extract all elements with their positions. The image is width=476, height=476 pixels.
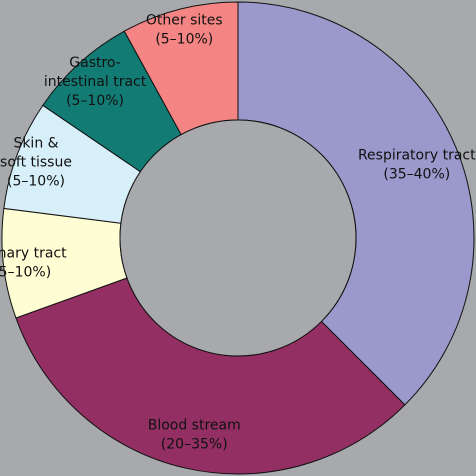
slice-label-5: Other sites (5–10%)	[146, 12, 223, 47]
slice-label-3: Skin & soft tissue (5–10%)	[0, 136, 72, 190]
slice-label-line: Gastro-	[69, 55, 121, 71]
slice-label-line: (5–10%)	[66, 93, 124, 109]
slice-label-line: (20–35%)	[161, 436, 228, 452]
slice-label-line: Other sites	[146, 12, 223, 28]
slice-label-line: Urinary tract	[0, 245, 67, 261]
slice-label-line: Respiratory tract	[358, 147, 476, 163]
slice-label-line: (35–40%)	[383, 166, 450, 182]
slice-label-0: Respiratory tract (35–40%)	[358, 147, 476, 182]
donut-hole	[119, 119, 357, 357]
slice-label-2: Urinary tract (5–10%)	[0, 245, 67, 280]
slice-label-1: Blood stream (20–35%)	[148, 417, 241, 452]
slice-label-line: (5–10%)	[155, 31, 213, 47]
slice-label-line: Skin &	[13, 136, 58, 152]
slice-label-4: Gastro-intestinal tract (5–10%)	[44, 55, 147, 109]
slice-label-line: intestinal tract	[44, 74, 147, 90]
slice-label-line: Blood stream	[148, 417, 241, 433]
slice-label-line: (5–10%)	[7, 174, 65, 190]
slice-label-line: (5–10%)	[0, 264, 51, 280]
slice-label-line: soft tissue	[0, 155, 72, 171]
